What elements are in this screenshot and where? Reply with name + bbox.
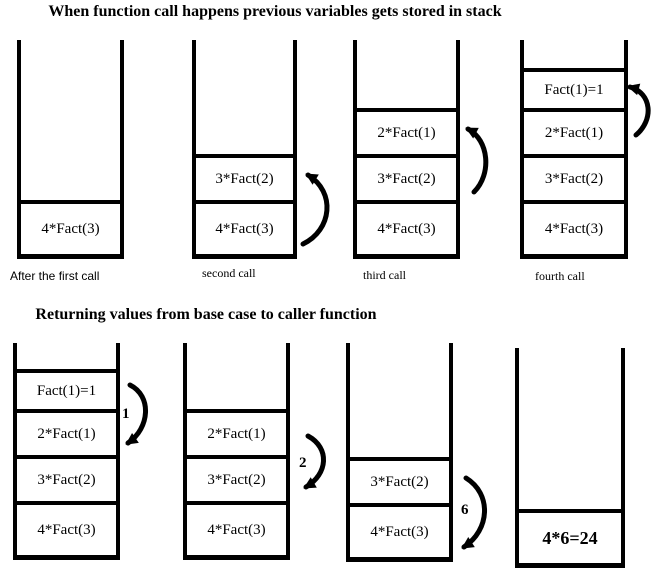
stack-frame: 4*Fact(3): [350, 503, 449, 557]
return-value-label-6: 6: [461, 502, 469, 518]
stack-cells: 3*Fact(2) 4*Fact(3): [196, 40, 293, 254]
stack-frame: 4*Fact(3): [357, 200, 456, 254]
stack-frame: 3*Fact(2): [187, 455, 286, 501]
curved-arrow-up-icon: [627, 83, 651, 138]
curved-arrow-up-icon: [465, 126, 489, 195]
stack-frame: 2*Fact(1): [187, 409, 286, 455]
stack-frame: Fact(1)=1: [17, 369, 116, 409]
stack-cells: Fact(1)=1 2*Fact(1) 3*Fact(2) 4*Fact(3): [524, 40, 624, 254]
return-stack-1: Fact(1)=1 2*Fact(1) 3*Fact(2) 4*Fact(3): [13, 343, 120, 560]
stack-frame: 2*Fact(1): [17, 409, 116, 455]
stack-frame: 3*Fact(2): [350, 457, 449, 503]
stack-after-first-call: 4*Fact(3): [17, 40, 124, 259]
stack-frame: 2*Fact(1): [357, 108, 456, 154]
bottom-title: Returning values from base case to calle…: [35, 306, 377, 323]
stack-fourth-call: Fact(1)=1 2*Fact(1) 3*Fact(2) 4*Fact(3): [520, 40, 628, 259]
stack-frame: 4*Fact(3): [187, 501, 286, 555]
result-frame: 4*6=24: [519, 509, 621, 563]
stack-cells: Fact(1)=1 2*Fact(1) 3*Fact(2) 4*Fact(3): [17, 343, 116, 555]
stack-frame: Fact(1)=1: [524, 68, 624, 108]
stack-cells: 4*Fact(3): [21, 40, 120, 254]
stack-caption-after-first-call: After the first call: [10, 269, 100, 283]
stack-frame: 4*Fact(3): [196, 200, 293, 254]
curved-arrow-down-icon: [303, 433, 326, 490]
return-value-label-2: 2: [299, 455, 307, 471]
stack-caption-fourth-call: fourth call: [535, 269, 585, 283]
stack-cells: 4*6=24: [519, 348, 621, 563]
curved-arrow-down-icon: [461, 475, 487, 550]
return-stack-result: 4*6=24: [515, 348, 625, 568]
top-title: When function call happens previous vari…: [48, 3, 502, 20]
return-stack-3: 3*Fact(2) 4*Fact(3): [346, 343, 453, 562]
stack-frame: 4*Fact(3): [17, 501, 116, 555]
stack-frame: 3*Fact(2): [357, 154, 456, 200]
stack-caption-second-call: second call: [202, 266, 256, 280]
stack-frame: 3*Fact(2): [17, 455, 116, 501]
stack-frame: 3*Fact(2): [524, 154, 624, 200]
curved-arrow-up-icon: [300, 172, 330, 247]
stack-caption-third-call: third call: [363, 268, 406, 282]
curved-arrow-down-icon: [125, 382, 148, 446]
stack-second-call: 3*Fact(2) 4*Fact(3): [192, 40, 297, 259]
stack-frame: 2*Fact(1): [524, 108, 624, 154]
return-value-label-1: 1: [122, 406, 130, 422]
stack-frame: 3*Fact(2): [196, 154, 293, 200]
stack-cells: 2*Fact(1) 3*Fact(2) 4*Fact(3): [187, 343, 286, 555]
stack-frame: 4*Fact(3): [524, 200, 624, 254]
stack-cells: 2*Fact(1) 3*Fact(2) 4*Fact(3): [357, 40, 456, 254]
stack-cells: 3*Fact(2) 4*Fact(3): [350, 343, 449, 557]
stack-frame: 4*Fact(3): [21, 200, 120, 254]
stack-third-call: 2*Fact(1) 3*Fact(2) 4*Fact(3): [353, 40, 460, 259]
return-stack-2: 2*Fact(1) 3*Fact(2) 4*Fact(3): [183, 343, 290, 560]
